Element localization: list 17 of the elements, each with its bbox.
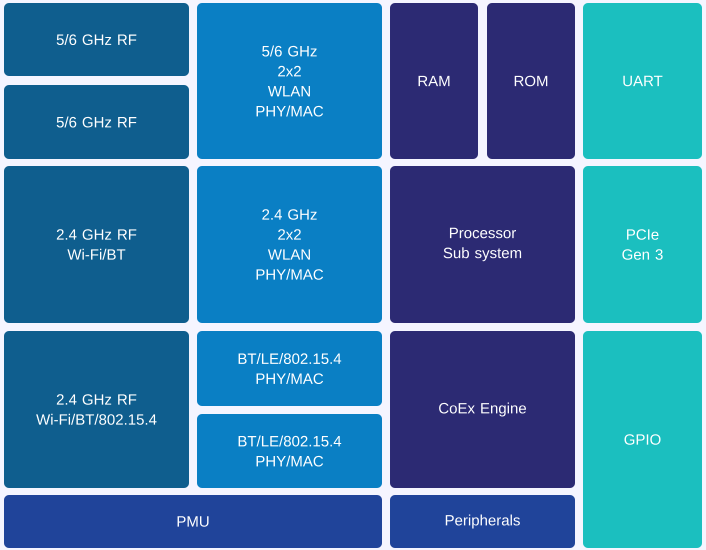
block: PMU — [4, 495, 382, 548]
block: RAM — [390, 3, 478, 159]
block: PCIe Gen 3 — [583, 166, 702, 323]
block: 5/6 GHz RF — [4, 85, 189, 159]
block: Peripherals — [390, 495, 575, 548]
block: 5/6 GHz 2x2 WLAN PHY/MAC — [197, 3, 382, 159]
block: CoEx Engine — [390, 331, 575, 488]
block: BT/LE/802.15.4 PHY/MAC — [197, 331, 382, 406]
block: 2.4 GHz 2x2 WLAN PHY/MAC — [197, 166, 382, 323]
block: 2.4 GHz RF Wi-Fi/BT — [4, 166, 189, 323]
block: GPIO — [583, 331, 702, 548]
block: BT/LE/802.15.4 PHY/MAC — [197, 414, 382, 488]
block: 5/6 GHz RF — [4, 3, 189, 76]
block: 2.4 GHz RF Wi-Fi/BT/802.15.4 — [4, 331, 189, 488]
block: ROM — [487, 3, 575, 159]
block: Processor Sub system — [390, 166, 575, 323]
block: UART — [583, 3, 702, 159]
